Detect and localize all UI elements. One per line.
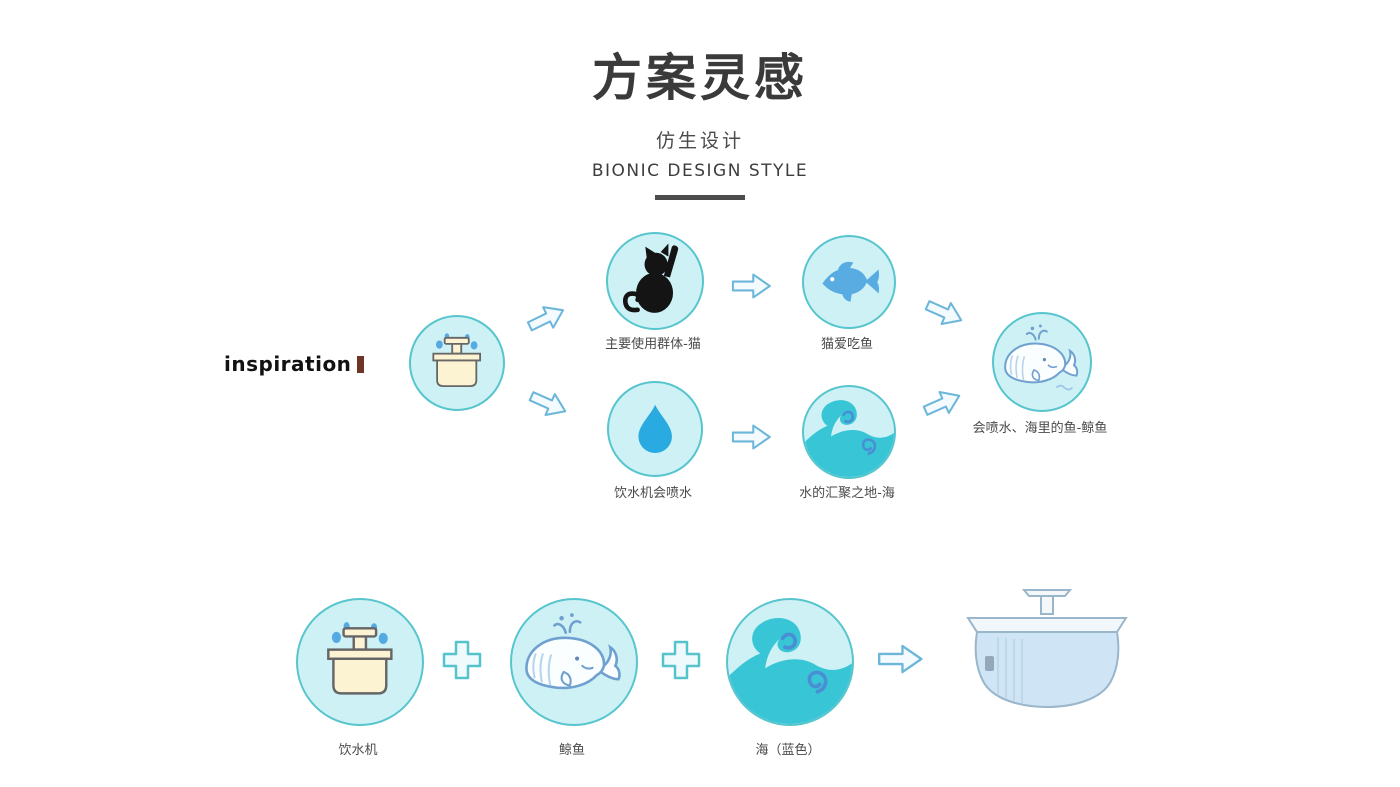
caption-whale: 会喷水、海里的鱼-鲸鱼: [972, 421, 1108, 436]
cat-fountain-product-icon: [966, 589, 1128, 709]
arrow-right-icon: [528, 391, 567, 417]
subtitle-english: BIONIC DESIGN STYLE: [591, 161, 809, 181]
inspiration-text: inspiration: [224, 352, 352, 376]
subtitle-chinese: 仿生设计: [655, 130, 744, 152]
water-drop-icon: [638, 404, 672, 453]
header: 方案灵感 仿生设计 BIONIC DESIGN STYLE: [0, 0, 1400, 200]
formula-whale-node: [510, 598, 638, 726]
water-drop-node: [607, 381, 703, 477]
cat-node: [606, 232, 704, 330]
caption-formula-whale: 鲸鱼: [558, 743, 586, 758]
arrow-right-icon: [731, 273, 771, 299]
caption-formula-sea: 海（蓝色）: [755, 743, 821, 758]
fish-icon: [822, 261, 879, 302]
formula-sea-node: [726, 598, 854, 726]
dispenser-node: [409, 315, 505, 411]
caption-cat: 主要使用群体-猫: [605, 337, 701, 352]
plus-sign-1: [442, 640, 482, 680]
whale-icon: [525, 613, 621, 690]
caption-formula-dispenser: 饮水机: [338, 743, 378, 758]
product-render: [952, 580, 1142, 730]
arrow-formula-to-product: [877, 643, 925, 675]
cat-icon: [623, 243, 679, 314]
arrow-drop-to-wave: [731, 423, 773, 451]
sea-wave-icon: [804, 400, 894, 477]
water-dispenser-icon: [327, 622, 393, 695]
sea-wave-node: [802, 385, 896, 479]
plus-sign-2: [661, 640, 701, 680]
whale-node: [992, 312, 1092, 412]
caption-drop: 饮水机会喷水: [613, 486, 693, 501]
fish-node: [802, 235, 896, 329]
arrow-dispenser-to-cat: [522, 296, 572, 340]
arrow-fish-to-whale: [920, 292, 970, 335]
formula-dispenser-node: [296, 598, 424, 726]
whale-icon: [1004, 324, 1079, 391]
arrow-dispenser-to-drop: [524, 383, 574, 426]
title-underline: [655, 195, 745, 200]
arrow-right-icon: [922, 390, 961, 416]
caption-fish: 猫爱吃鱼: [820, 337, 874, 352]
arrow-right-icon: [526, 306, 565, 332]
arrow-right-icon: [878, 644, 923, 674]
inspiration-bar: [357, 355, 365, 373]
arrow-right-icon: [924, 300, 963, 326]
plus-icon: [661, 640, 701, 680]
arrow-wave-to-whale: [918, 382, 968, 425]
water-dispenser-icon: [432, 333, 482, 388]
page-title: 方案灵感: [592, 49, 808, 107]
sea-wave-icon: [728, 618, 852, 724]
caption-wave: 水的汇聚之地-海: [799, 486, 895, 501]
arrow-right-icon: [731, 424, 771, 450]
inspiration-label: inspiration: [224, 352, 365, 376]
arrow-cat-to-fish: [731, 272, 773, 300]
plus-icon: [442, 640, 482, 680]
